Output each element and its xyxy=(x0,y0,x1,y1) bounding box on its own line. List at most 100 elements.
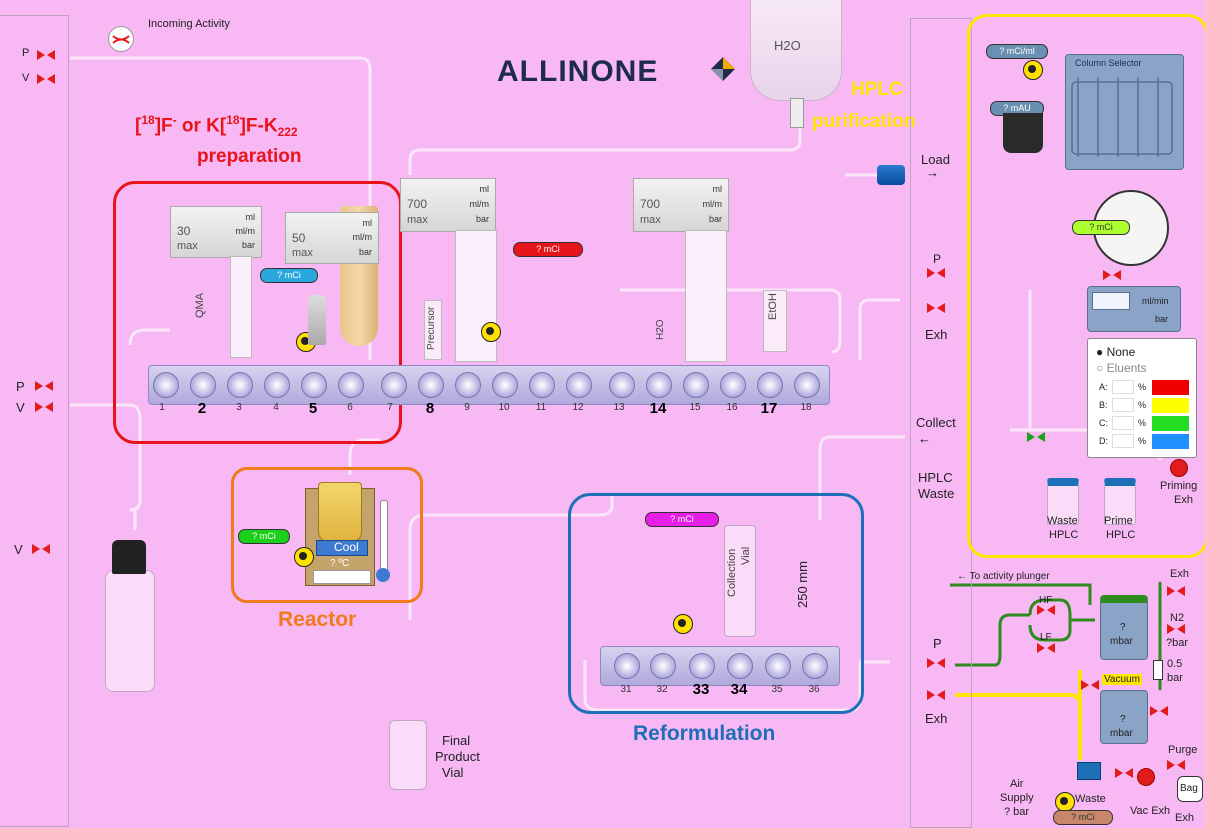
syringe-unit-mlm: ml/m xyxy=(352,232,373,242)
column-selector-icon xyxy=(1071,77,1173,157)
manifold-port-35[interactable] xyxy=(765,653,791,679)
manifold-port-9[interactable] xyxy=(455,372,481,398)
manifold-port-34[interactable] xyxy=(727,653,753,679)
pump-flow-field[interactable] xyxy=(1092,292,1130,310)
left-v-top-valve[interactable] xyxy=(37,74,55,84)
hplc-collect-valve[interactable] xyxy=(1027,432,1045,442)
load-connector[interactable] xyxy=(877,165,905,185)
vacuum-label: Vacuum xyxy=(1102,674,1142,685)
syringe-body-4 xyxy=(685,230,727,362)
hplc-inline-valve[interactable] xyxy=(1103,270,1121,280)
eluent-c-input[interactable] xyxy=(1112,416,1134,430)
n2-label: N2 xyxy=(1170,612,1185,624)
collection-vial xyxy=(724,525,756,637)
hf-valve[interactable] xyxy=(1037,605,1055,615)
manifold-bottom-base xyxy=(600,646,840,686)
manifold-port-32[interactable] xyxy=(650,653,676,679)
eluent-a-input[interactable] xyxy=(1112,380,1134,394)
bottom-activity-tag: ? mCi xyxy=(1053,810,1113,825)
precursor-label: Precursor xyxy=(426,306,437,350)
manifold-port-5[interactable] xyxy=(301,372,327,398)
reactor-label: Reactor xyxy=(278,608,357,631)
gas-mid-valve[interactable] xyxy=(1081,680,1099,690)
manifold-port-14[interactable] xyxy=(646,372,672,398)
manifold-port-16[interactable] xyxy=(720,372,746,398)
eluent-d-unit: % xyxy=(1138,436,1147,446)
waste-bottle-left xyxy=(105,570,155,692)
priming-pump-icon[interactable] xyxy=(1170,459,1188,477)
syringe-display-3[interactable]: 700 max ml ml/m bar xyxy=(400,178,496,232)
port-label: 1 xyxy=(159,402,165,413)
pressure-relief xyxy=(1153,660,1163,680)
manifold-port-1[interactable] xyxy=(153,372,179,398)
column-selector-panel[interactable] xyxy=(1065,54,1184,170)
manifold-port-12[interactable] xyxy=(566,372,592,398)
manifold-port-7[interactable] xyxy=(381,372,407,398)
n2-gauge-value: ? xyxy=(1120,622,1126,633)
eluent-option-eluents[interactable]: ○ Eluents xyxy=(1096,361,1147,375)
left-v-top-label: V xyxy=(22,72,30,84)
manifold-port-15[interactable] xyxy=(683,372,709,398)
port-label: 10 xyxy=(498,402,510,413)
eluent-b-input[interactable] xyxy=(1112,398,1134,412)
left-p-top-valve[interactable] xyxy=(37,50,55,60)
port-label: 32 xyxy=(656,684,668,695)
air-supply-label-2: Supply xyxy=(1000,792,1034,804)
collection-vial-label-2: Vial xyxy=(740,546,752,565)
lf-valve[interactable] xyxy=(1037,643,1055,653)
manifold-port-31[interactable] xyxy=(614,653,640,679)
bag-icon xyxy=(1177,776,1203,802)
eluent-d-label: D: xyxy=(1099,436,1108,446)
right-p-valve[interactable] xyxy=(927,268,945,278)
eluent-d-input[interactable] xyxy=(1112,434,1134,448)
manifold-port-6[interactable] xyxy=(338,372,364,398)
syringe-value: 700 xyxy=(407,197,428,211)
left-v-low-valve[interactable] xyxy=(32,544,50,554)
vacuum-gauge[interactable] xyxy=(1100,690,1148,744)
vac-valve[interactable] xyxy=(1115,768,1133,778)
right-exh2-valve[interactable] xyxy=(927,690,945,700)
incoming-activity-icon[interactable] xyxy=(108,26,134,52)
right-exh2-label: Exh xyxy=(925,711,948,726)
manifold-port-2[interactable] xyxy=(190,372,216,398)
n2-gauge[interactable] xyxy=(1100,595,1148,660)
n2-valve[interactable] xyxy=(1167,624,1185,634)
syringe-display-1[interactable]: 30 max ml ml/m bar xyxy=(170,206,262,258)
manifold-port-36[interactable] xyxy=(802,653,828,679)
manifold-port-13[interactable] xyxy=(609,372,635,398)
syringe-display-2[interactable]: 50 max ml ml/m bar xyxy=(285,212,379,264)
reformulation-label: Reformulation xyxy=(633,722,776,745)
port-label: 9 xyxy=(464,402,470,413)
syringe-body-3 xyxy=(455,230,497,362)
port-label: 2 xyxy=(197,400,207,417)
left-p-mid-valve[interactable] xyxy=(35,381,53,391)
right-p2-valve[interactable] xyxy=(927,658,945,668)
manifold-port-3[interactable] xyxy=(227,372,253,398)
manifold-port-4[interactable] xyxy=(264,372,290,398)
syringe-display-4[interactable]: 700 max ml ml/m bar xyxy=(633,178,729,232)
manifold-port-17[interactable] xyxy=(757,372,783,398)
left-v-mid-valve[interactable] xyxy=(35,402,53,412)
syringe-unit-bar: bar xyxy=(241,240,255,250)
air-supply-label-3: ? bar xyxy=(1004,806,1030,818)
manifold-port-33[interactable] xyxy=(689,653,715,679)
waste-label: Waste xyxy=(1075,793,1106,805)
manifold-port-10[interactable] xyxy=(492,372,518,398)
port-label: 11 xyxy=(535,402,547,413)
gas-exh-valve[interactable] xyxy=(1167,586,1185,596)
port-label: 34 xyxy=(730,681,748,698)
port-label: 13 xyxy=(613,402,625,413)
vacuum-side-valve[interactable] xyxy=(1150,706,1168,716)
right-exh-valve[interactable] xyxy=(927,303,945,313)
preparation-box xyxy=(113,181,402,444)
prep-title: [18]F- or K[18]F-K222 xyxy=(135,113,298,140)
manifold-port-18[interactable] xyxy=(794,372,820,398)
right-p2-label: P xyxy=(933,636,942,651)
eluent-option-none[interactable]: ● None xyxy=(1096,345,1136,359)
port-label: 6 xyxy=(347,402,353,413)
final-product-label-2: Product xyxy=(435,749,480,764)
manifold-port-8[interactable] xyxy=(418,372,444,398)
purge-valve[interactable] xyxy=(1167,760,1185,770)
vac-exh-pump-icon[interactable] xyxy=(1137,768,1155,786)
manifold-port-11[interactable] xyxy=(529,372,555,398)
